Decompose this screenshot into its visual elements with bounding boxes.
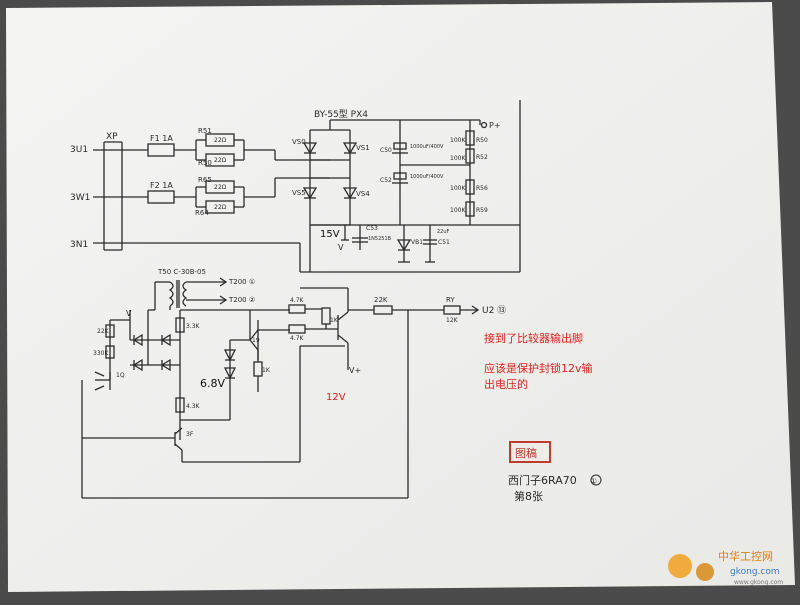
- label-vs1: VS1: [356, 144, 370, 152]
- label-q1: 1Q: [116, 372, 125, 379]
- label-res-c-name: R56: [476, 185, 488, 192]
- label-res-b: 100K: [450, 155, 466, 162]
- label-r51-val: 22Ω: [214, 137, 227, 144]
- label-r65-val: 22Ω: [214, 184, 227, 191]
- stamp-text: 图稿: [515, 446, 537, 460]
- label-c52-val: 1000uF/400V: [410, 174, 444, 180]
- label-v-small: V: [338, 243, 344, 252]
- watermark-url: gkong.com: [730, 567, 780, 577]
- label-r1k-b: 1K: [262, 367, 271, 374]
- label-transformer: T50 C-30B-05: [157, 268, 206, 276]
- label-u-out: U2 ⑬: [482, 305, 506, 316]
- label-r22k-left: 22K: [97, 328, 110, 335]
- label-c52: C52: [380, 177, 392, 184]
- label-ry: RY: [446, 296, 455, 304]
- label-q19: 19: [252, 337, 260, 344]
- watermark-sub: www.gkong.com: [734, 579, 783, 586]
- label-r33k: 3.3K: [186, 323, 201, 330]
- label-r1k-a: 1K: [330, 317, 339, 324]
- signature-block: 西门子6RA70 第8张 ①: [508, 473, 602, 503]
- label-r64-val: 22Ω: [214, 204, 227, 211]
- label-r50a: R50: [198, 159, 212, 167]
- label-15v: 15V: [320, 229, 340, 240]
- label-input-n1: 3N1: [70, 240, 88, 250]
- signature-page: ①: [590, 477, 597, 486]
- label-fuse-2: F2 1A: [150, 181, 173, 190]
- label-r51: R51: [198, 127, 212, 135]
- label-r47k-b: 4.7K: [290, 335, 305, 342]
- label-res-d: 100K: [450, 207, 466, 214]
- label-res-a: 100K: [450, 137, 466, 144]
- label-t200-2: T200 ②: [228, 296, 255, 304]
- label-c50: C50: [380, 147, 392, 154]
- circuit-wires: [81, 100, 521, 499]
- red-annotations: 接到了比较器输出脚 应该是保护封锁12v输 出电压的: [484, 331, 593, 391]
- label-vs4: VS4: [356, 190, 370, 198]
- label-t200-1: T200 ①: [228, 278, 255, 286]
- label-p-out: P+: [489, 121, 501, 130]
- label-r22k: 22K: [374, 296, 388, 304]
- label-r47k-a: 4.7K: [290, 297, 305, 304]
- label-r50a-val: 22Ω: [214, 157, 227, 164]
- label-r64: R64: [195, 209, 209, 217]
- label-v-top: V: [126, 309, 132, 318]
- label-res-c: 100K: [450, 185, 466, 192]
- label-c53: C53: [366, 225, 378, 232]
- label-q3f: 3F: [186, 431, 194, 438]
- site-watermark: 中华工控网 gkong.com www.gkong.com: [668, 549, 783, 586]
- annotation-line-2: 应该是保护封锁12v输: [484, 361, 593, 375]
- label-12v: 12V: [326, 392, 346, 403]
- label-6-8v: 6.8V: [200, 377, 225, 390]
- label-vb1: VB1: [411, 239, 423, 246]
- watermark-site: 中华工控网: [718, 549, 773, 563]
- label-cap-small: 22uF: [437, 229, 450, 235]
- label-r12k: 12K: [446, 317, 459, 324]
- label-input-u1: 3U1: [70, 145, 88, 155]
- label-zener: 1N5251B: [368, 236, 392, 242]
- annotation-line-1: 接到了比较器输出脚: [484, 331, 583, 345]
- label-res-b-name: R52: [476, 154, 488, 161]
- label-c50-val: 1000uF/400V: [410, 144, 444, 150]
- label-vs0: VS0: [292, 138, 306, 146]
- label-vs5: VS5: [292, 189, 306, 197]
- label-r43k: 4.3K: [186, 403, 201, 410]
- label-input-w1: 3W1: [70, 193, 90, 203]
- label-r65: R65: [198, 176, 212, 184]
- schematic-labels: 3U1 3W1 3N1 XP F1 1A F2 1A R51 22Ω R50 2…: [70, 109, 506, 438]
- signature-line-2: 第8张: [514, 489, 543, 503]
- annotation-line-3: 出电压的: [484, 377, 528, 391]
- label-res-d-name: R59: [476, 207, 488, 214]
- signature-line-1: 西门子6RA70: [508, 473, 577, 487]
- paper-sheet: [6, 2, 795, 592]
- label-res-a-name: R50: [476, 137, 488, 144]
- seal-stamp: 图稿: [509, 441, 551, 463]
- label-v-plus: V+: [349, 366, 361, 375]
- label-bridge: BY-55型 PX4: [314, 109, 368, 120]
- label-r330k: 330K: [93, 350, 109, 357]
- label-fuse-1: F1 1A: [150, 134, 173, 143]
- label-connector: XP: [106, 132, 118, 142]
- label-c51: C51: [438, 239, 450, 246]
